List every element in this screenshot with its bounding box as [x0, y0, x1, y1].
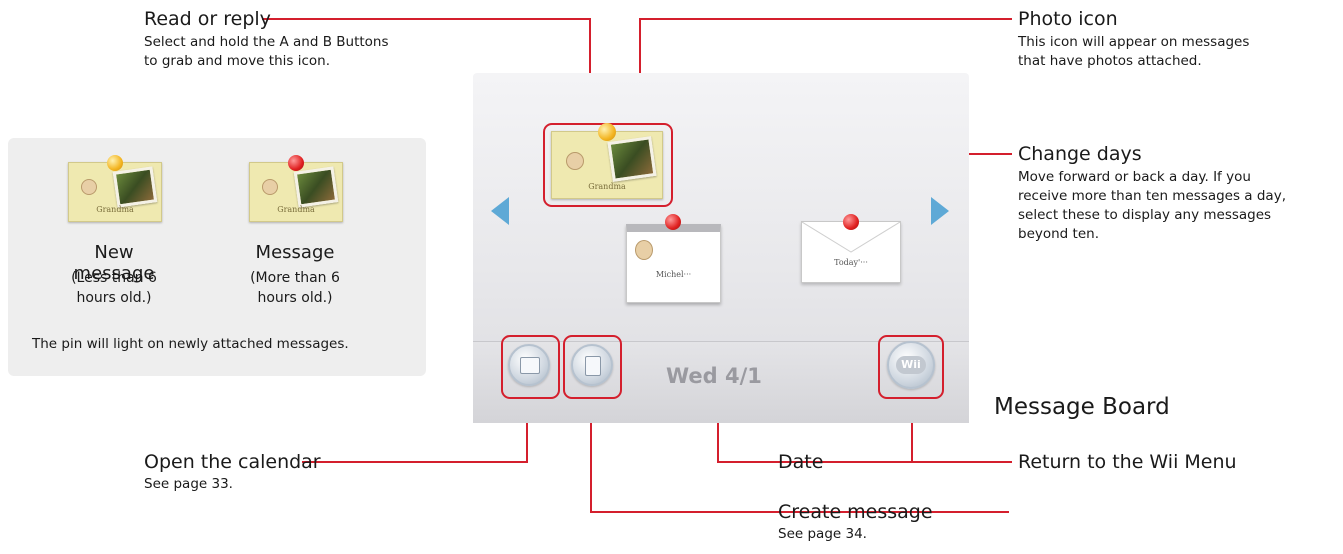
change-days-title: Change days	[1018, 143, 1142, 165]
envelope-icon	[802, 222, 900, 253]
avatar-icon	[262, 179, 278, 195]
message-card-grandma[interactable]: Grandma	[551, 123, 663, 199]
card-name: Grandma	[588, 182, 626, 191]
photo-icon-title: Photo icon	[1018, 8, 1118, 30]
change-days-desc-line1: Move forward or back a day. If you	[1018, 169, 1251, 185]
message-sub-line2: hours old.)	[257, 290, 333, 306]
avatar-icon	[635, 240, 653, 260]
pencil-icon	[585, 356, 601, 376]
change-days-desc-line2: receive more than ten messages a day,	[1018, 188, 1286, 204]
previous-day-arrow-icon[interactable]	[491, 197, 509, 225]
section-title: Message Board	[994, 394, 1170, 420]
new-message-label: New message	[73, 242, 155, 284]
change-days-desc-line3: select these to display any messages	[1018, 207, 1272, 223]
pin-note: The pin will light on newly attached mes…	[32, 336, 349, 352]
calendar-icon	[520, 357, 540, 374]
return-annotation-title: Return to the Wii Menu	[1018, 451, 1237, 473]
photo-icon-desc-line2: that have photos attached.	[1018, 53, 1202, 69]
message-envelope-today[interactable]: Today'···	[801, 214, 901, 283]
create-annotation-title: Create message	[778, 501, 933, 523]
pin-icon	[843, 214, 859, 230]
calendar-button[interactable]	[508, 344, 550, 386]
bottom-bar	[473, 341, 969, 423]
card-name: Michel···	[655, 270, 692, 279]
message-card-michel[interactable]: Michel···	[626, 214, 721, 303]
message-sub-line1: (More than 6	[250, 270, 340, 286]
message-board-screen: Grandma Michel··· Today'··· Wed 4/1 Wii	[473, 73, 969, 423]
change-days-desc-line4: beyond ten.	[1018, 226, 1099, 242]
calendar-annotation-title: Open the calendar	[144, 451, 321, 473]
create-highlight	[563, 335, 622, 399]
avatar-icon	[81, 179, 97, 195]
pin-icon	[665, 214, 681, 230]
message-label: Message	[255, 242, 335, 263]
card-name: Grandma	[277, 205, 315, 214]
read-reply-desc-line2: to grab and move this icon.	[144, 53, 330, 69]
message-card: Grandma	[249, 155, 343, 222]
lit-pin-icon	[598, 123, 616, 141]
photo-icon-desc: This icon will appear on messages that h…	[1018, 33, 1249, 71]
avatar-icon	[566, 152, 584, 170]
pin-icon	[288, 155, 304, 171]
create-annotation-desc: See page 34.	[778, 526, 867, 542]
message-sub: (More than 6 hours old.)	[235, 268, 355, 308]
read-reply-desc: Select and hold the A and B Buttons to g…	[144, 33, 389, 71]
read-reply-title: Read or reply	[144, 8, 271, 30]
photo-icon	[112, 166, 158, 208]
wii-logo-icon: Wii	[896, 356, 926, 374]
card-name: Grandma	[96, 205, 134, 214]
date-annotation-title-text: Date	[778, 451, 824, 473]
lit-pin-icon	[107, 155, 123, 171]
new-message-sub: (Less than 6 hours old.)	[54, 268, 174, 308]
change-days-desc: Move forward or back a day. If you recei…	[1018, 168, 1286, 244]
wii-menu-highlight	[878, 335, 944, 399]
next-day-arrow-icon[interactable]	[931, 197, 949, 225]
calendar-annotation-desc: See page 33.	[144, 476, 233, 492]
date-display: Wed 4/1	[666, 364, 762, 388]
message-legend: Grandma Grandma New message (Less than 6…	[8, 138, 426, 376]
read-reply-desc-line1: Select and hold the A and B Buttons	[144, 34, 389, 50]
wii-menu-button[interactable]: Wii	[887, 341, 935, 389]
new-message-sub-line1: (Less than 6	[71, 270, 157, 286]
new-message-sub-line2: hours old.)	[76, 290, 152, 306]
photo-icon	[293, 166, 339, 208]
new-message-card: Grandma	[68, 155, 162, 222]
photo-icon	[607, 136, 657, 182]
calendar-highlight	[501, 335, 560, 399]
create-message-button[interactable]	[571, 344, 613, 386]
photo-icon-desc-line1: This icon will appear on messages	[1018, 34, 1250, 50]
card-name: Today'···	[834, 258, 868, 267]
